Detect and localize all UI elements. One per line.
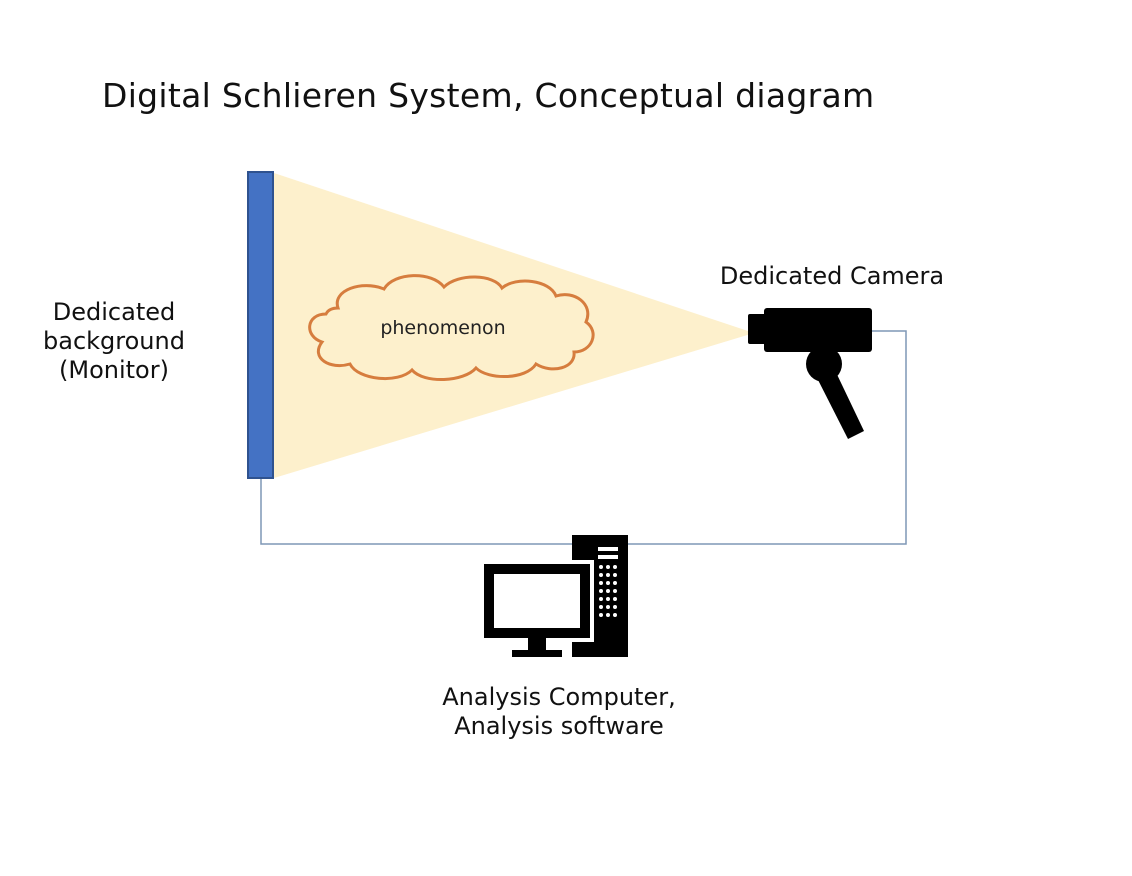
background-label-line: (Monitor) [59, 356, 169, 384]
background-label-line: Dedicated [52, 298, 176, 326]
light-cone [274, 173, 754, 478]
computer-label-line: Analysis software [454, 712, 664, 740]
cloud-shape: phenomenon [308, 274, 595, 382]
diagram-title: Digital Schlieren System, Conceptual dia… [102, 76, 875, 115]
background-label: Dedicated background (Monitor) [28, 298, 200, 385]
background-monitor [247, 171, 274, 479]
phenomenon-label: phenomenon [380, 317, 505, 339]
camera-label: Dedicated Camera [719, 262, 945, 290]
connection-line [260, 330, 907, 545]
background-label-line: background [43, 327, 185, 355]
security-camera-icon [748, 308, 872, 439]
desktop-computer-icon [480, 535, 628, 657]
computer-label: Analysis Computer, Analysis software [402, 683, 716, 741]
computer-label-line: Analysis Computer, [442, 683, 676, 711]
